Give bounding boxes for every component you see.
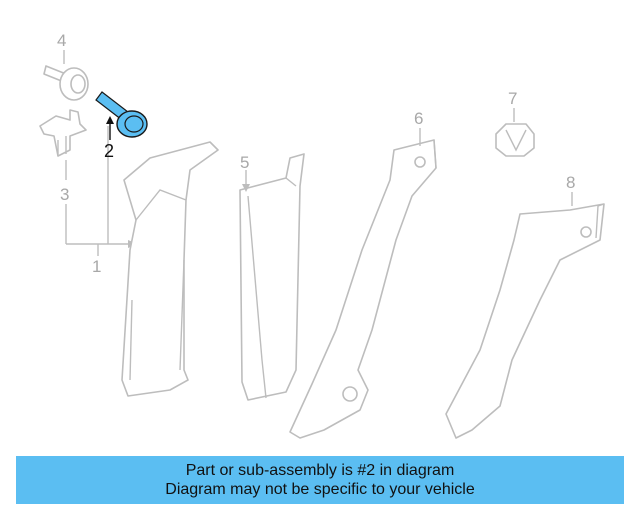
part-3-retainer [39, 109, 87, 157]
info-banner: Part or sub-assembly is #2 in diagram Di… [16, 456, 624, 504]
part-7-clip [495, 123, 535, 157]
part-1-pillar-trim [121, 141, 219, 397]
callout-2: 2 [104, 141, 114, 161]
callout-6: 6 [414, 109, 423, 128]
callout-1: 1 [92, 257, 101, 276]
callout-4: 4 [57, 31, 66, 50]
part-4-clip [43, 65, 89, 101]
banner-line-2: Diagram may not be specific to your vehi… [165, 481, 475, 498]
callout-5: 5 [240, 153, 249, 172]
part-2-arrow [106, 116, 114, 140]
part-8-quarter-trim [445, 203, 605, 439]
part-5-trim [239, 153, 305, 401]
callout-8: 8 [566, 173, 575, 192]
callout-7: 7 [508, 89, 517, 108]
banner-line-1: Part or sub-assembly is #2 in diagram [185, 462, 455, 479]
callout-3: 3 [60, 185, 69, 204]
part-2-bolt [95, 91, 148, 138]
part-6-strip [289, 139, 437, 439]
